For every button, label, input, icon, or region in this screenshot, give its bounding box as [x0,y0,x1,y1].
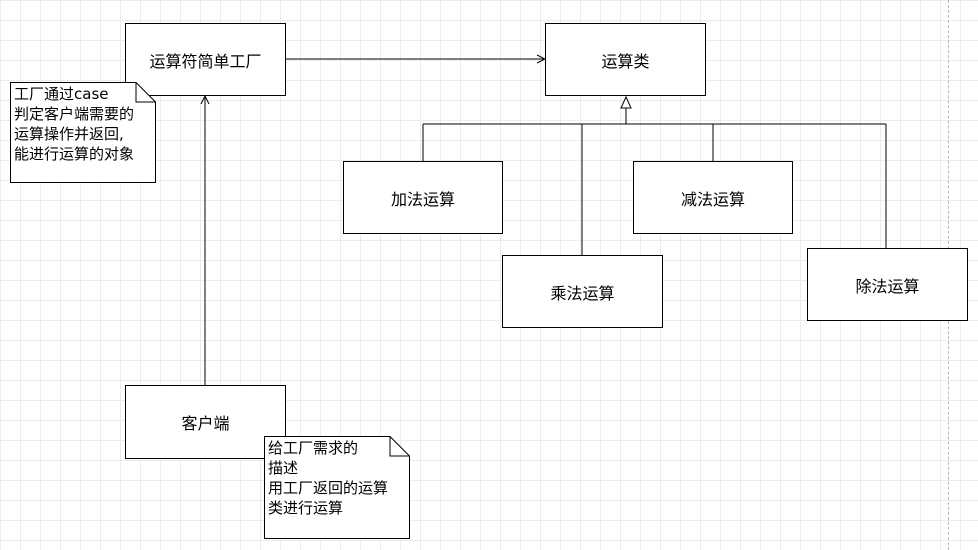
sub-class-box[interactable]: 减法运算 [633,161,793,234]
div-class-label: 除法运算 [855,276,920,296]
add-class-label: 加法运算 [390,189,455,209]
client-note-line-2: 描述 [268,459,299,477]
factory-note-line-4: 能进行运算的对象 [14,145,135,163]
factory-class-label: 运算符简单工厂 [149,51,262,71]
client-note-line-3: 用工厂返回的运算 [268,479,389,497]
div-class-box[interactable]: 除法运算 [807,248,968,321]
client-note-line-4: 类进行运算 [268,499,344,517]
client-note[interactable]: 给工厂需求的 描述 用工厂返回的运算 类进行运算 [264,436,410,539]
mul-class-box[interactable]: 乘法运算 [502,255,663,328]
client-note-line-1: 给工厂需求的 [268,439,359,457]
client-class-box[interactable]: 客户端 [125,385,286,459]
factory-note[interactable]: 工厂通过case 判定客户端需要的 运算操作并返回, 能进行运算的对象 [10,82,156,183]
factory-class-box[interactable]: 运算符简单工厂 [125,23,286,96]
client-class-label: 客户端 [181,414,230,433]
note-shape-icon [264,436,410,539]
factory-note-line-1: 工厂通过case [14,85,109,103]
sub-class-label: 减法运算 [680,189,745,209]
factory-note-line-3: 运算操作并返回, [14,125,124,143]
mul-class-label: 乘法运算 [550,283,615,303]
factory-note-line-2: 判定客户端需要的 [14,105,135,123]
operation-class-box[interactable]: 运算类 [545,23,706,96]
operation-class-label: 运算类 [601,51,650,71]
note-shape-icon [10,82,156,183]
generalization-arrowhead-icon [620,95,632,109]
inheritance-connectors[interactable] [422,108,887,255]
add-class-box[interactable]: 加法运算 [343,161,503,234]
